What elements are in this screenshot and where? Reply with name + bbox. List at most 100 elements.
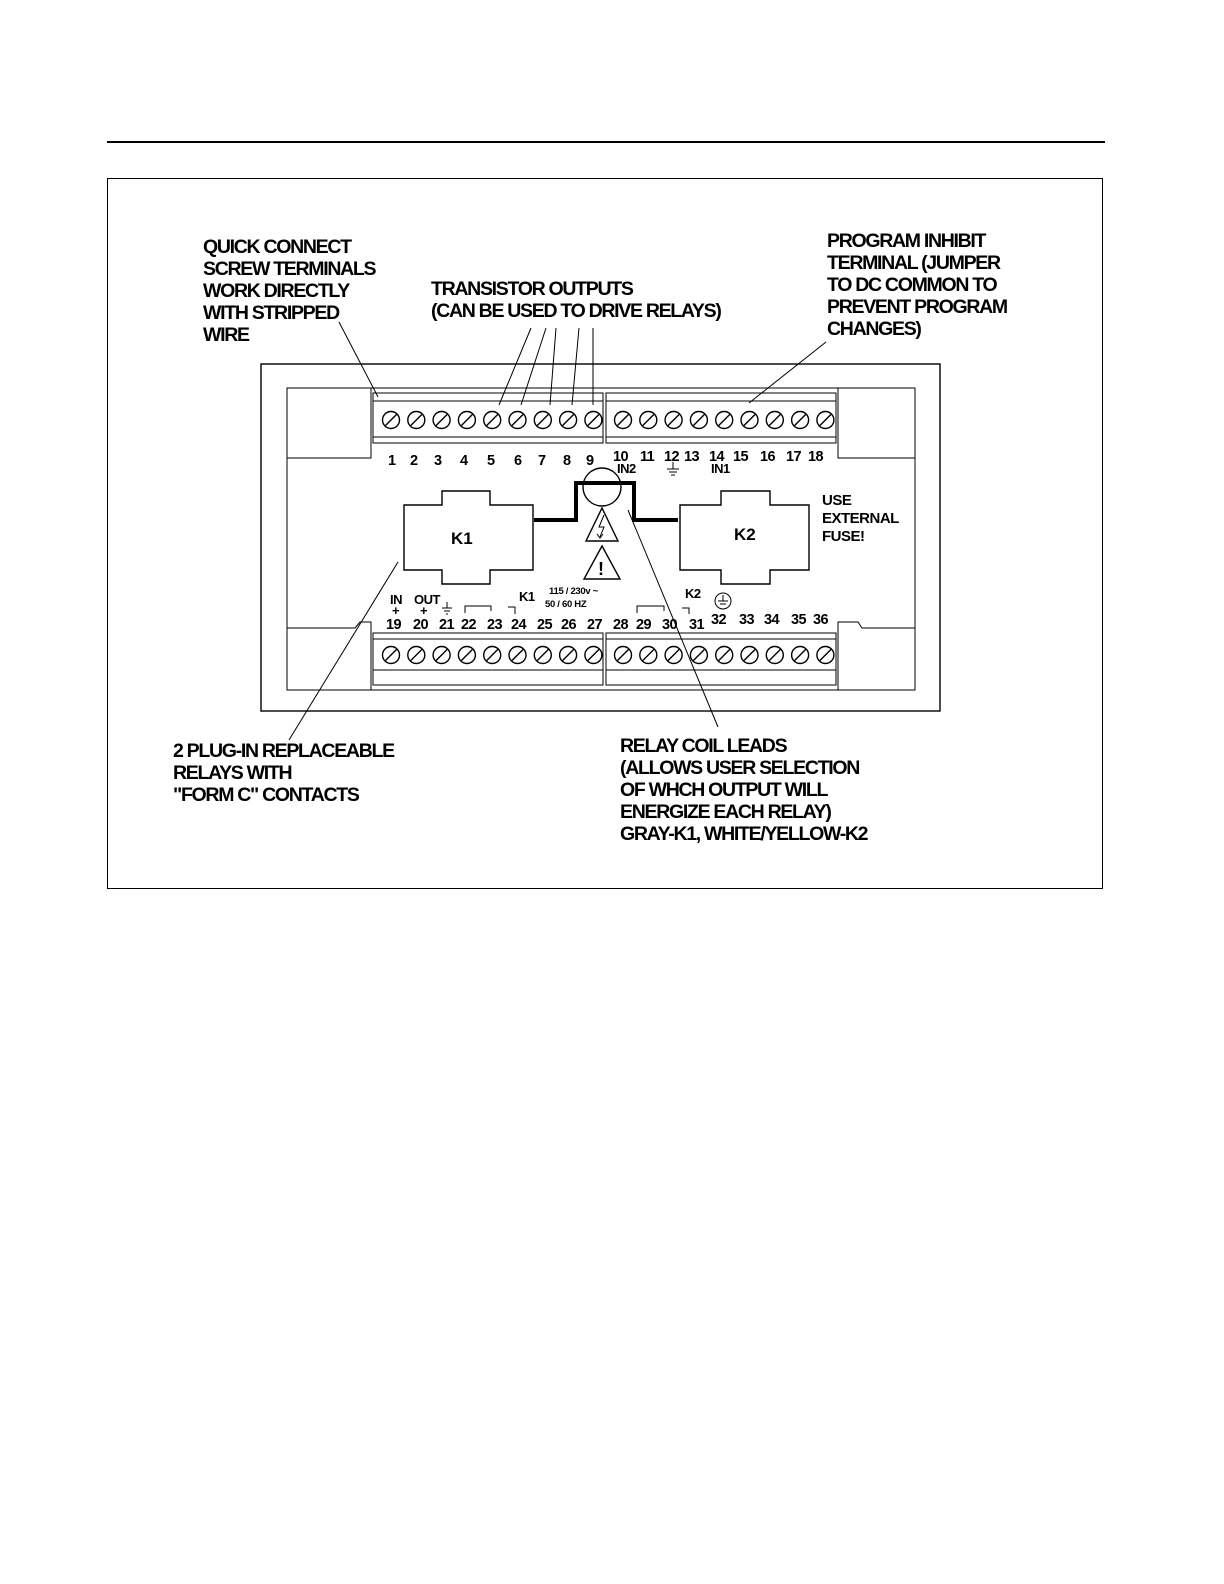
mounting-ear-top-right [837,387,916,459]
terminal-number: 5 [487,453,495,469]
callout-program-inhibit: PROGRAM INHIBIT TERMINAL (JUMPER TO DC C… [827,230,1011,340]
relay-k2-label: K2 [734,525,756,544]
screw-terminal-icon [639,645,658,665]
terminal-number: 29 [636,617,651,633]
label-frequency: 50 / 60 HZ [545,599,587,610]
screws-top [381,410,835,430]
terminal-block-top-right [605,392,837,444]
screw-terminal-icon [584,645,603,665]
terminal-number: 19 [386,617,401,633]
screw-terminal-icon [533,410,552,430]
screw-terminal-icon [508,645,527,665]
relay-coil-leads [534,481,678,522]
ground-symbol-top [667,462,679,476]
label-in1: IN1 [711,461,730,476]
terminal-number: 4 [460,453,468,469]
earth-ground-icon [714,592,732,610]
k2-contact-brackets [636,605,690,614]
lead-grommet [582,467,622,507]
screw-terminal-icon [457,410,477,430]
terminal-number: 20 [413,617,428,633]
electrical-hazard-icon [584,506,620,542]
callout-quick-connect: QUICK CONNECT SCREW TERMINALS WORK DIREC… [203,236,379,346]
label-k1-contacts: K1 [519,589,535,604]
screw-terminal-icon [381,410,401,430]
screw-terminal-icon [584,410,603,430]
callout-plug-in-relays: 2 PLUG-IN REPLACEABLE RELAYS WITH "FORM … [173,740,398,806]
screw-terminal-icon [613,410,633,430]
terminal-number: 11 [640,449,655,465]
relay-k1: K1 [403,490,534,585]
terminal-number: 23 [487,617,502,633]
terminal-number: 9 [586,453,594,469]
controller-housing [260,363,941,712]
ground-symbol-dc [442,602,452,615]
screw-terminal-icon [483,645,502,665]
screw-terminal-icon [407,645,426,665]
label-in: IN [390,592,402,607]
terminal-number: 34 [764,612,779,628]
screw-terminal-icon [790,410,810,430]
screw-terminal-icon [765,645,784,665]
screw-terminal-icon [432,410,451,430]
screw-terminal-icon [558,410,578,430]
label-out: OUT [414,592,441,607]
header-rule [107,141,1105,143]
terminal-number: 18 [808,449,823,465]
screw-terminal-icon [381,645,401,665]
label-in2: IN2 [617,461,636,476]
screw-terminal-icon [639,410,658,430]
screws-bottom [381,645,835,665]
screw-terminal-icon [715,410,734,430]
terminal-number: 10 [613,449,628,465]
leader-lines [288,321,827,741]
terminal-number: 25 [537,617,552,633]
screw-terminal-icon [740,645,759,665]
terminal-number: 21 [439,617,454,633]
screw-terminal-icon [613,645,633,665]
caution-icon: ! [582,544,622,580]
screw-terminal-icon [740,410,759,430]
label-voltage: 115 / 230v ~ [549,586,599,597]
terminal-number: 26 [561,617,576,633]
callout-transistor-outputs: TRANSISTOR OUTPUTS (CAN BE USED TO DRIVE… [431,278,721,322]
screw-terminal-icon [715,645,734,665]
mounting-ear-bottom-right [837,621,915,691]
label-k2-contacts: K2 [685,586,701,601]
terminal-number: 28 [613,617,628,633]
terminal-block-bottom-left [372,632,604,686]
terminal-number: 22 [461,617,476,633]
screw-terminal-icon [765,410,784,430]
screw-terminal-icon [533,645,552,665]
terminal-block-bottom-right [605,632,837,686]
figure-frame [107,178,1103,889]
label-plus-in: + [392,603,400,618]
k1-contact-brackets [464,605,516,614]
svg-text:!: ! [598,559,604,579]
screw-terminal-icon [689,645,709,665]
terminal-number: 33 [739,612,754,628]
terminal-number: 15 [733,449,748,465]
terminal-number: 12 [664,449,679,465]
screw-terminal-icon [508,410,527,430]
terminal-number: 16 [760,449,775,465]
terminal-number: 3 [434,453,442,469]
screw-terminal-icon [407,410,426,430]
terminal-number: 13 [684,449,699,465]
terminal-number: 36 [813,612,828,628]
callout-use-external-fuse: USE EXTERNAL FUSE! [822,492,902,545]
terminal-number: 31 [689,617,704,633]
mounting-ear-bottom-left [287,621,372,691]
callout-relay-coil-leads: RELAY COIL LEADS (ALLOWS USER SELECTION … [620,735,869,845]
screw-terminal-icon [790,645,810,665]
screw-terminal-icon [432,645,451,665]
terminal-number: 6 [514,453,522,469]
label-plus-out: + [420,603,428,618]
terminal-number: 17 [786,449,801,465]
screw-terminal-icon [664,410,683,430]
screw-terminal-icon [457,645,477,665]
terminal-number: 24 [511,617,526,633]
screw-terminal-icon [816,645,835,665]
